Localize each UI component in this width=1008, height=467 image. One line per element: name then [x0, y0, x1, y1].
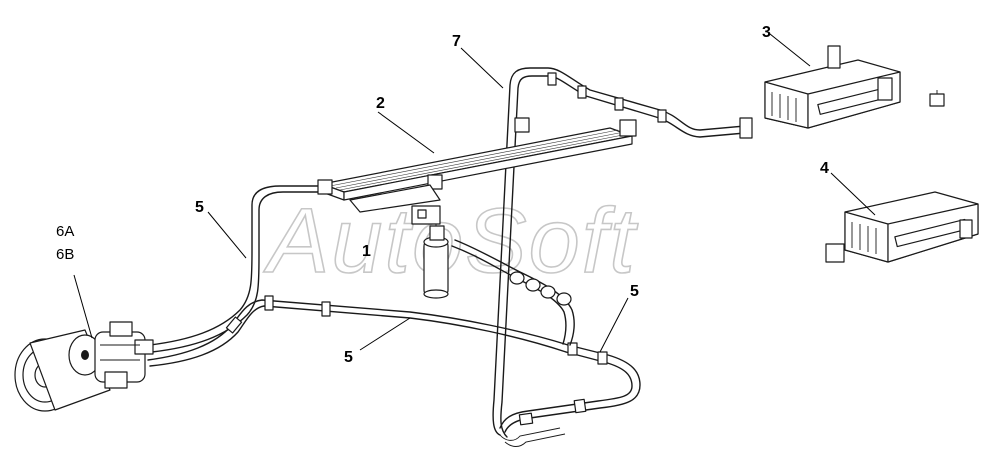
- callout-7: 7: [452, 33, 461, 50]
- condenser: [317, 117, 637, 213]
- evaporator-unit-4: [825, 191, 979, 263]
- receiver-dryer: [411, 205, 449, 299]
- watermark: AutoSoft: [263, 190, 638, 292]
- compressor: [14, 321, 154, 412]
- callout-4: 4: [820, 160, 829, 177]
- hose-7: [492, 67, 753, 447]
- callout-3: 3: [762, 24, 771, 41]
- hose-5-lower: [147, 295, 569, 367]
- callout-5-bottom: 5: [344, 349, 353, 366]
- callout-6a: 6A: [56, 223, 74, 240]
- hose-receiver-connector: [451, 239, 575, 346]
- leader-lines: [73, 33, 876, 353]
- callout-5-right: 5: [630, 283, 639, 300]
- callout-6b: 6B: [56, 246, 74, 263]
- hose-5-upper: [149, 185, 323, 353]
- hose-5-right: [499, 342, 641, 433]
- evaporator-unit-3: [764, 45, 945, 129]
- callout-2: 2: [376, 95, 385, 112]
- callout-5-left: 5: [195, 199, 204, 216]
- callout-1: 1: [362, 243, 371, 260]
